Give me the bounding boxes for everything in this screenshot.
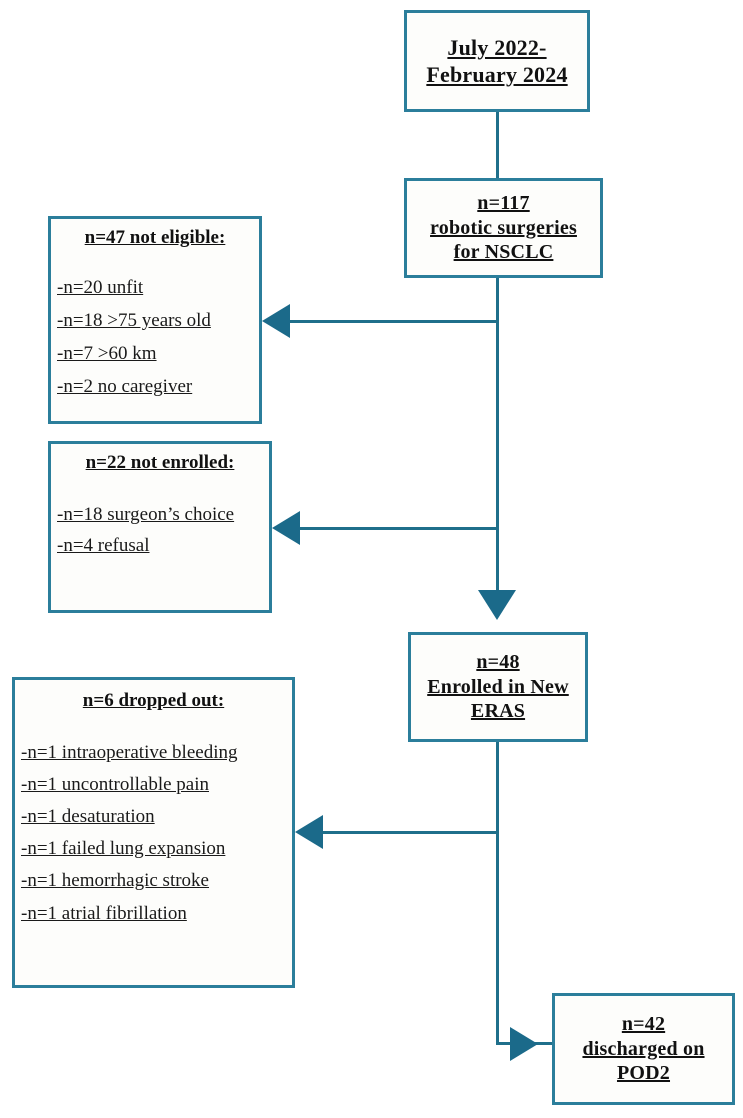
- arrowhead-into-not-eligible: [262, 304, 290, 338]
- node-not-enrolled: n=22 not enrolled: -n=18 surgeon’s choic…: [48, 441, 272, 613]
- dropped-out-header: n=6 dropped out:: [82, 690, 225, 711]
- not-eligible-header: n=47 not eligible:: [84, 227, 226, 248]
- connector-to-not-enrolled: [300, 527, 498, 530]
- enrolled-line-2: Enrolled in New: [427, 675, 569, 698]
- connector-trunk-enrolled-to-discharged: [496, 742, 499, 1045]
- node-study-period: July 2022- February 2024: [404, 10, 590, 112]
- dropped-out-item-1: -n=1 intraoperative bleeding: [21, 741, 238, 763]
- arrowhead-into-not-enrolled: [272, 511, 300, 545]
- connector-trunk-surgeries-to-enrolled: [496, 278, 499, 592]
- connector-to-dropped-out: [323, 831, 498, 834]
- connector-to-not-eligible: [290, 320, 498, 323]
- arrowhead-into-discharged: [510, 1027, 538, 1061]
- node-discharged: n=42 discharged on POD2: [552, 993, 735, 1105]
- enrolled-line-3: ERAS: [470, 700, 526, 723]
- node-total-surgeries: n=117 robotic surgeries for NSCLC: [404, 178, 603, 278]
- dropped-out-item-3: -n=1 desaturation: [21, 806, 155, 828]
- arrowhead-into-enrolled: [478, 590, 516, 620]
- discharged-line-2: discharged on: [582, 1037, 705, 1060]
- discharged-line-3: POD2: [616, 1062, 671, 1085]
- total-surgeries-line-2: robotic surgeries: [430, 216, 577, 239]
- dropped-out-item-6: -n=1 atrial fibrillation: [21, 902, 187, 924]
- total-surgeries-count: n=117: [477, 191, 530, 214]
- dropped-out-item-4: -n=1 failed lung expansion: [21, 838, 226, 860]
- enrolled-count: n=48: [476, 650, 520, 673]
- connector-dates-to-surgeries: [496, 112, 499, 178]
- not-eligible-item-4: -n=2 no caregiver: [57, 376, 193, 398]
- arrowhead-into-dropped-out: [295, 815, 323, 849]
- node-enrolled-eras: n=48 Enrolled in New ERAS: [408, 632, 588, 742]
- not-enrolled-header: n=22 not enrolled:: [85, 452, 235, 473]
- total-surgeries-line-3: for NSCLC: [453, 241, 554, 264]
- not-enrolled-item-2: -n=4 refusal: [57, 534, 150, 556]
- node-not-eligible: n=47 not eligible: -n=20 unfit -n=18 >75…: [48, 216, 262, 424]
- discharged-count: n=42: [621, 1012, 666, 1035]
- not-eligible-item-3: -n=7 >60 km: [57, 343, 157, 365]
- not-eligible-item-1: -n=20 unfit: [57, 276, 144, 298]
- not-eligible-item-2: -n=18 >75 years old: [57, 309, 211, 331]
- dropped-out-item-5: -n=1 hemorrhagic stroke: [21, 870, 209, 892]
- study-period-line-2: February 2024: [426, 62, 568, 87]
- not-enrolled-item-1: -n=18 surgeon’s choice: [57, 503, 235, 525]
- node-dropped-out: n=6 dropped out: -n=1 intraoperative ble…: [12, 677, 295, 988]
- dropped-out-item-2: -n=1 uncontrollable pain: [21, 773, 209, 795]
- study-period-line-1: July 2022-: [447, 34, 547, 60]
